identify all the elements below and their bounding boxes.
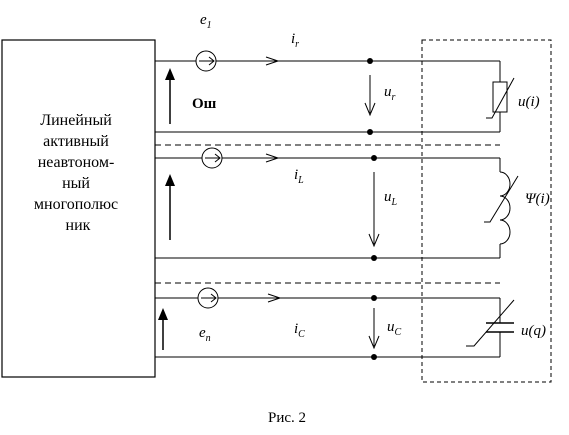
current-arrow [265, 56, 280, 66]
junction-dot [371, 354, 377, 360]
branch-1: e1 ir ur u(i) Ош [155, 12, 540, 135]
voltage-label: ur [384, 84, 396, 103]
junction-dot [371, 255, 377, 261]
element-label: u(i) [518, 94, 540, 110]
nonlinear-inductor [484, 158, 519, 258]
current-label: iL [294, 167, 304, 186]
emf-label: e1 [200, 12, 212, 31]
current-label: ir [291, 31, 299, 50]
junction-dot [371, 295, 377, 301]
emf-source [201, 147, 223, 169]
emf-source [195, 50, 217, 72]
junction-dot [371, 155, 377, 161]
element-label: u(q) [521, 323, 546, 339]
voltage-label: uC [387, 319, 402, 338]
branch-3: en iC uC u(q) [155, 287, 546, 360]
junction-dot [367, 129, 373, 135]
voltage-label: uL [384, 189, 398, 208]
nonlinear-elements-box [421, 39, 552, 383]
branch-2: iL uL Ψ(i) [155, 147, 550, 261]
nonlinear-capacitor [466, 298, 515, 357]
element-label: Ψ(i) [525, 191, 550, 207]
network-box [1, 39, 156, 378]
figure-caption: Рис. 2 [268, 410, 306, 426]
current-label: iC [294, 321, 305, 340]
network-box-label: Линейный активный неавтоном- ный многопо… [34, 112, 122, 234]
nonlinear-resistor [486, 61, 515, 132]
current-arrow [265, 153, 280, 163]
bold-label: Ош [192, 96, 217, 112]
current-arrow [267, 293, 282, 303]
emf-label: en [199, 325, 211, 344]
junction-dot [367, 58, 373, 64]
emf-source [197, 287, 219, 309]
